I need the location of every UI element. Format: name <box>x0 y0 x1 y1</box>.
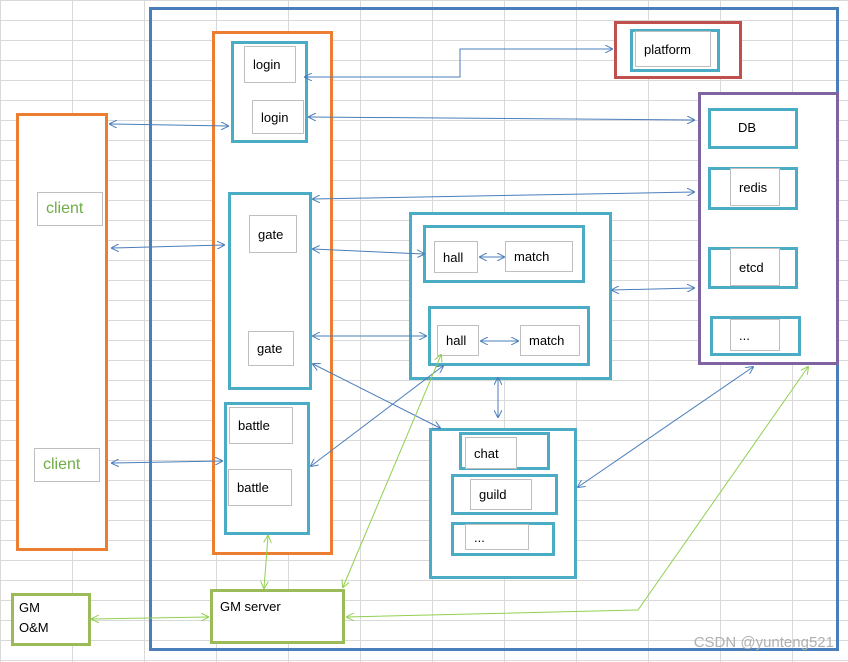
gm-ops-label-line1: GM <box>19 599 40 615</box>
arrow-gate-hall-1 <box>313 249 424 254</box>
arrow-login-storage <box>309 117 694 120</box>
db-box <box>708 108 798 149</box>
gate-node-2: gate <box>248 331 294 366</box>
arrow-client-login <box>110 124 228 126</box>
battle-node-2: battle <box>228 469 292 506</box>
gm-ops-box <box>11 593 91 646</box>
battle-node-1: battle <box>229 407 293 444</box>
etcd-node: etcd <box>730 248 780 286</box>
arrow-login-platform <box>305 49 612 77</box>
match-node-1: match <box>505 241 573 272</box>
arrow-battle-hall <box>311 366 443 466</box>
match-node-2: match <box>520 325 580 356</box>
platform-node: platform <box>635 31 711 67</box>
client-label-top: client <box>37 192 103 226</box>
arrow-gmserver-storage <box>347 367 808 617</box>
arrow-gmserver-hall <box>343 355 441 587</box>
login-node-2: login <box>252 100 304 134</box>
gm-server-label: GM server <box>220 598 281 614</box>
arrow-hall-storage <box>612 288 694 290</box>
db-node: DB <box>738 120 757 135</box>
gm-ops-label-line2: O&M <box>19 619 49 635</box>
watermark: CSDN @yunteng521 <box>693 634 834 651</box>
hall-node-2: hall <box>437 325 479 356</box>
gate-node-1: gate <box>249 215 297 253</box>
gm-server-box <box>210 589 345 644</box>
arrow-gate-social <box>313 364 440 428</box>
login-node-1: login <box>244 46 296 83</box>
arrow-social-storage <box>578 367 753 487</box>
storage-more-node: ... <box>730 319 780 351</box>
hall-node-1: hall <box>434 241 478 273</box>
arrow-gm-ops-server <box>92 617 208 619</box>
arrow-gmserver-battle <box>264 536 268 588</box>
arrow-client-gate <box>112 245 224 248</box>
redis-node: redis <box>730 168 780 206</box>
arrow-gate-storage <box>313 192 694 199</box>
client-label-bottom: client <box>34 448 100 482</box>
arrow-client-battle <box>112 461 222 463</box>
